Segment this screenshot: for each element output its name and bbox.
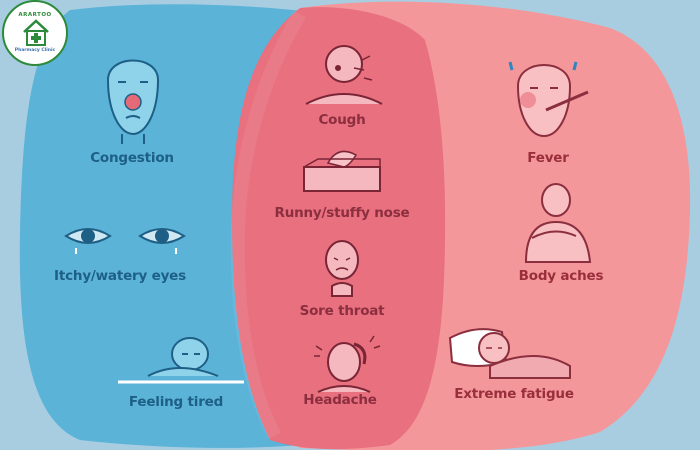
fever-face-icon [508,61,589,138]
feeling-tired-icon [118,337,244,384]
symptom-label-runny-stuffy-nose: Runny/stuffy nose [274,205,410,221]
tissue-box-icon [303,150,381,192]
watery-eyes-icon [64,228,186,254]
blend-stroke [230,10,306,440]
logo-tagline: Pharmacy Clinic [14,48,56,53]
headache-person-icon [314,335,381,393]
symptom-label-congestion: Congestion [90,150,174,166]
clinic-logo: ARARTOO Pharmacy Clinic [2,0,68,66]
body-aches-person-icon [524,183,592,263]
symptom-label-sore-throat: Sore throat [299,303,385,319]
congestion-face-icon [106,59,160,144]
symptom-label-cough: Cough [318,112,366,128]
extreme-fatigue-in-bed-icon [448,328,571,379]
symptom-label-headache: Headache [303,392,377,408]
symptom-label-extreme-fatigue: Extreme fatigue [454,386,574,402]
sore-throat-person-icon [325,240,359,297]
symptom-label-itchy-watery-eyes: Itchy/watery eyes [54,268,186,284]
symptom-label-body-aches: Body aches [518,268,604,284]
middle-overlap-region [232,7,446,450]
house-cross-icon [23,19,49,46]
symptom-label-feeling-tired: Feeling tired [128,394,224,410]
logo-name: ARARTOO [18,12,52,18]
symptom-label-fever: Fever [527,150,569,166]
cough-person-icon [305,45,383,105]
